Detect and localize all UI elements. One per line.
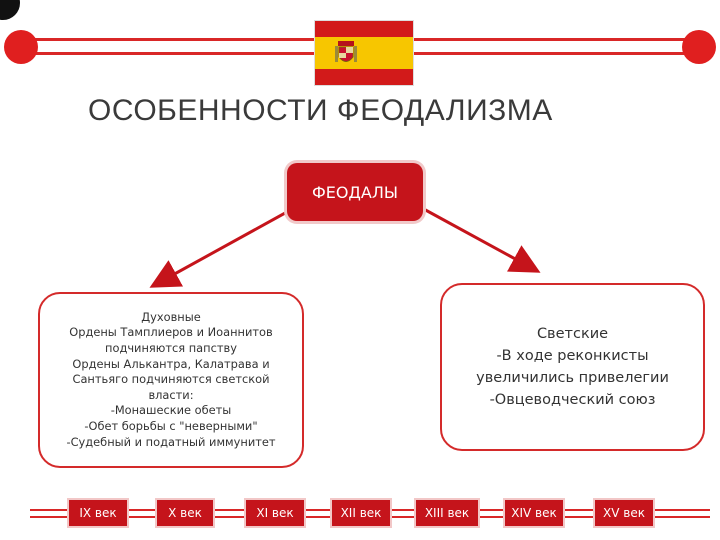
timeline-item: XV век <box>593 498 655 528</box>
timeline-item: IX век <box>67 498 129 528</box>
corner-decoration <box>0 0 20 20</box>
secular-panel: Светские -В ходе реконкисты увеличились … <box>440 283 705 451</box>
timeline-item: XII век <box>330 498 392 528</box>
rail-end-dot-left <box>4 30 38 64</box>
spiritual-panel-text: Духовные Ордены Тамплиеров и Иоаннитов п… <box>66 309 276 449</box>
timeline-item: XIII век <box>414 498 480 528</box>
slide-title: ОСОБЕННОСТИ ФЕОДАЛИЗМА <box>88 94 553 127</box>
spain-flag <box>314 20 414 86</box>
arrow-to-secular <box>419 205 541 273</box>
timeline-item: XIV век <box>503 498 565 528</box>
timeline-item: XI век <box>244 498 306 528</box>
spiritual-panel: Духовные Ордены Тамплиеров и Иоаннитов п… <box>38 292 304 468</box>
rail-end-dot-right <box>682 30 716 64</box>
arrow-to-spiritual <box>149 205 297 288</box>
feudal-lords-box: ФЕОДАЛЫ <box>287 163 423 221</box>
timeline-item: X век <box>155 498 215 528</box>
coat-of-arms-icon <box>335 41 357 62</box>
secular-panel-text: Светские -В ходе реконкисты увеличились … <box>476 326 669 408</box>
